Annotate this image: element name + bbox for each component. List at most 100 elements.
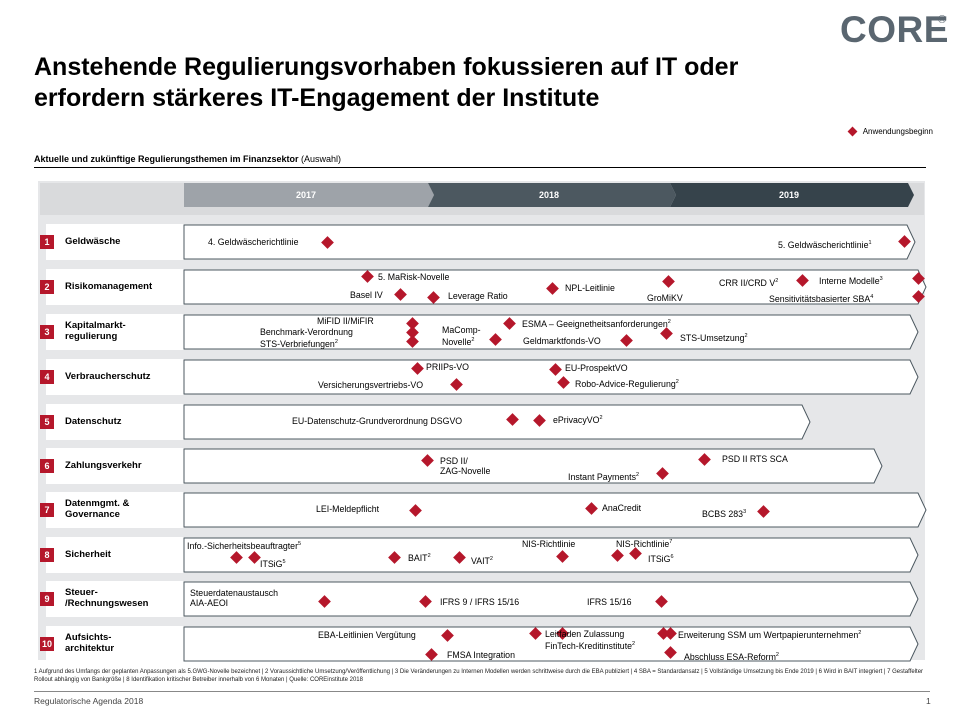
item-instant-payments: Instant Payments2: [568, 470, 639, 482]
row-number: 4: [40, 370, 54, 384]
row-number: 1: [40, 235, 54, 249]
footnote-ref: 4: [870, 294, 874, 300]
item-gromikv: GroMiKV: [647, 293, 683, 303]
item-basel-iv: Basel IV: [350, 290, 383, 300]
footer-title: Regulatorische Agenda 2018: [34, 696, 144, 706]
item-lei-meldepflicht: LEI-Meldepflicht: [316, 504, 380, 514]
row-number: 7: [40, 503, 54, 517]
item-crr-crd-v: CRR II/CRD V2: [719, 276, 778, 288]
row-label-aufsichtsarchitektur: [46, 626, 184, 662]
footnote-ref: 2: [471, 337, 475, 343]
item-label: FinTech-Kreditinstitute: [545, 640, 633, 651]
item-psd-ii-rts-sca: PSD II RTS SCA: [722, 454, 788, 464]
legend: Anwendungsbeginn: [847, 126, 933, 137]
footnote-ref: 2: [635, 472, 640, 478]
year-2019: 2019: [778, 190, 800, 200]
item-macomp-novelle: MaComp-Novelle2: [442, 325, 481, 347]
item-sts-verbriefungen: STS-Verbriefungen2: [260, 337, 338, 349]
item-label: AIA-AEOI: [190, 598, 229, 608]
row-label-zahlungsverkehr: [46, 448, 184, 484]
footnote-ref: 2: [599, 415, 603, 421]
footnote-ref: 2: [775, 278, 779, 284]
page-title: Anstehende Regulierungsvorhaben fokussie…: [34, 53, 739, 112]
subtitle-bold: Aktuelle und zukünftige Regulierungsthem…: [34, 154, 299, 164]
row-label-datenschutz: [46, 404, 184, 440]
row-label-steuer: [46, 581, 184, 617]
row-number: 8: [40, 548, 54, 562]
diamond-icon: [847, 126, 858, 137]
row-label-risikomanagement: [46, 269, 184, 305]
item-label: STS-Umsetzung: [680, 332, 745, 343]
item-bait: BAIT2: [408, 551, 431, 563]
footnote-ref: 2: [675, 379, 679, 385]
item-itsig-1: ITSiG5: [260, 557, 286, 569]
row-number: 3: [40, 325, 54, 339]
item-eu-prospektvo: EU-ProspektVO: [565, 363, 628, 373]
subtitle-normal: (Auswahl): [298, 154, 342, 164]
year-2018: 2018: [538, 190, 560, 200]
item-psd-ii-zag: PSD II/ZAG-Novelle: [440, 456, 490, 476]
item-erweiterung-ssm: Erweiterung SSM um Wertpapierunternehmen…: [678, 628, 861, 640]
footnote-ref: 2: [775, 652, 779, 658]
footnote-ref: 2: [334, 339, 338, 345]
footnote-ref: 1: [868, 240, 872, 246]
row-number: 10: [40, 637, 54, 651]
item-versicherungsvertriebs-vo: Versicherungsvertriebs-VO: [318, 380, 424, 390]
item-bcbs-283: BCBS 2833: [702, 507, 746, 519]
row-title: Datenmgmt. & Governance: [65, 498, 130, 520]
legend-label: Anwendungsbeginn: [862, 127, 933, 136]
item-sts-umsetzung: STS-Umsetzung2: [680, 331, 748, 343]
row-number: 6: [40, 459, 54, 473]
item-anacredit: AnaCredit: [602, 503, 642, 513]
item-label: Interne Modelle: [819, 275, 880, 286]
item-nis-richtlinie-2: NIS-Richtlinie7: [616, 537, 672, 549]
item-label: VAIT: [471, 555, 490, 566]
item-label: PSD II/: [440, 456, 468, 466]
row-arrow: [183, 537, 920, 573]
item-label: ITSiG: [260, 558, 283, 569]
registered-mark: ®: [938, 14, 947, 26]
footnote-ref: 3: [879, 276, 883, 282]
item-vait: VAIT2: [471, 554, 493, 566]
row-label-verbraucherschutz: [46, 359, 184, 395]
footnote-ref: 2: [858, 630, 862, 636]
item-benchmark-verordnung: Benchmark-Verordnung: [260, 327, 353, 337]
item-eprivacyvo: ePrivacyVO2: [553, 413, 603, 425]
item-fmsa-integration: FMSA Integration: [447, 650, 515, 660]
page-number: 1: [926, 696, 931, 706]
footnote-ref: 3: [743, 509, 747, 515]
item-label: Erweiterung SSM um Wertpapierunternehmen: [678, 629, 859, 640]
row-number: 9: [40, 592, 54, 606]
row-title: Aufsichts- architektur: [65, 632, 115, 654]
footnote-ref: 2: [667, 319, 671, 325]
item-5-geldwaescherichtlinie: 5. Geldwäscherichtlinie1: [778, 238, 872, 250]
item-4-geldwaescherichtlinie: 4. Geldwäscherichtlinie: [208, 237, 299, 247]
row-arrow: [183, 492, 928, 528]
footer-divider: [34, 691, 930, 692]
year-timeline: 2017 2018 2019: [40, 183, 926, 215]
footnote-ref: 6: [670, 554, 674, 560]
item-label: MaComp-: [442, 325, 481, 335]
row-arrow: [183, 581, 920, 617]
item-label: ITSiG: [648, 553, 671, 564]
item-info-sicherheitsbeauftragter: Info.-Sicherheitsbeauftragter5: [187, 539, 301, 551]
item-dsgvo: EU-Datenschutz-Grundverordnung DSGVO: [292, 416, 463, 426]
row-title: Kapitalmarkt- regulierung: [65, 320, 126, 342]
footnote-ref: 5: [298, 541, 302, 547]
row-arrow: [183, 224, 918, 260]
footnote-ref: 2: [632, 641, 636, 647]
item-leverage-ratio: Leverage Ratio: [448, 291, 508, 301]
row-arrow: [183, 314, 920, 350]
row-arrow: [183, 404, 813, 440]
item-marisk-novelle: 5. MaRisk-Novelle: [378, 272, 450, 282]
row-number: 2: [40, 280, 54, 294]
item-itsig-2: ITSiG6: [648, 552, 674, 564]
item-nis-richtlinie: NIS-Richtlinie: [522, 539, 576, 549]
item-npl-leitlinie: NPL-Leitlinie: [565, 283, 615, 293]
row-arrow: [183, 626, 920, 662]
core-logo: CORE: [840, 9, 949, 50]
row-number: 5: [40, 415, 54, 429]
footnotes: 1 Aufgrund des Umfangs der geplanten Anp…: [34, 669, 924, 683]
item-label: Abschluss ESA-Reform: [684, 651, 776, 662]
